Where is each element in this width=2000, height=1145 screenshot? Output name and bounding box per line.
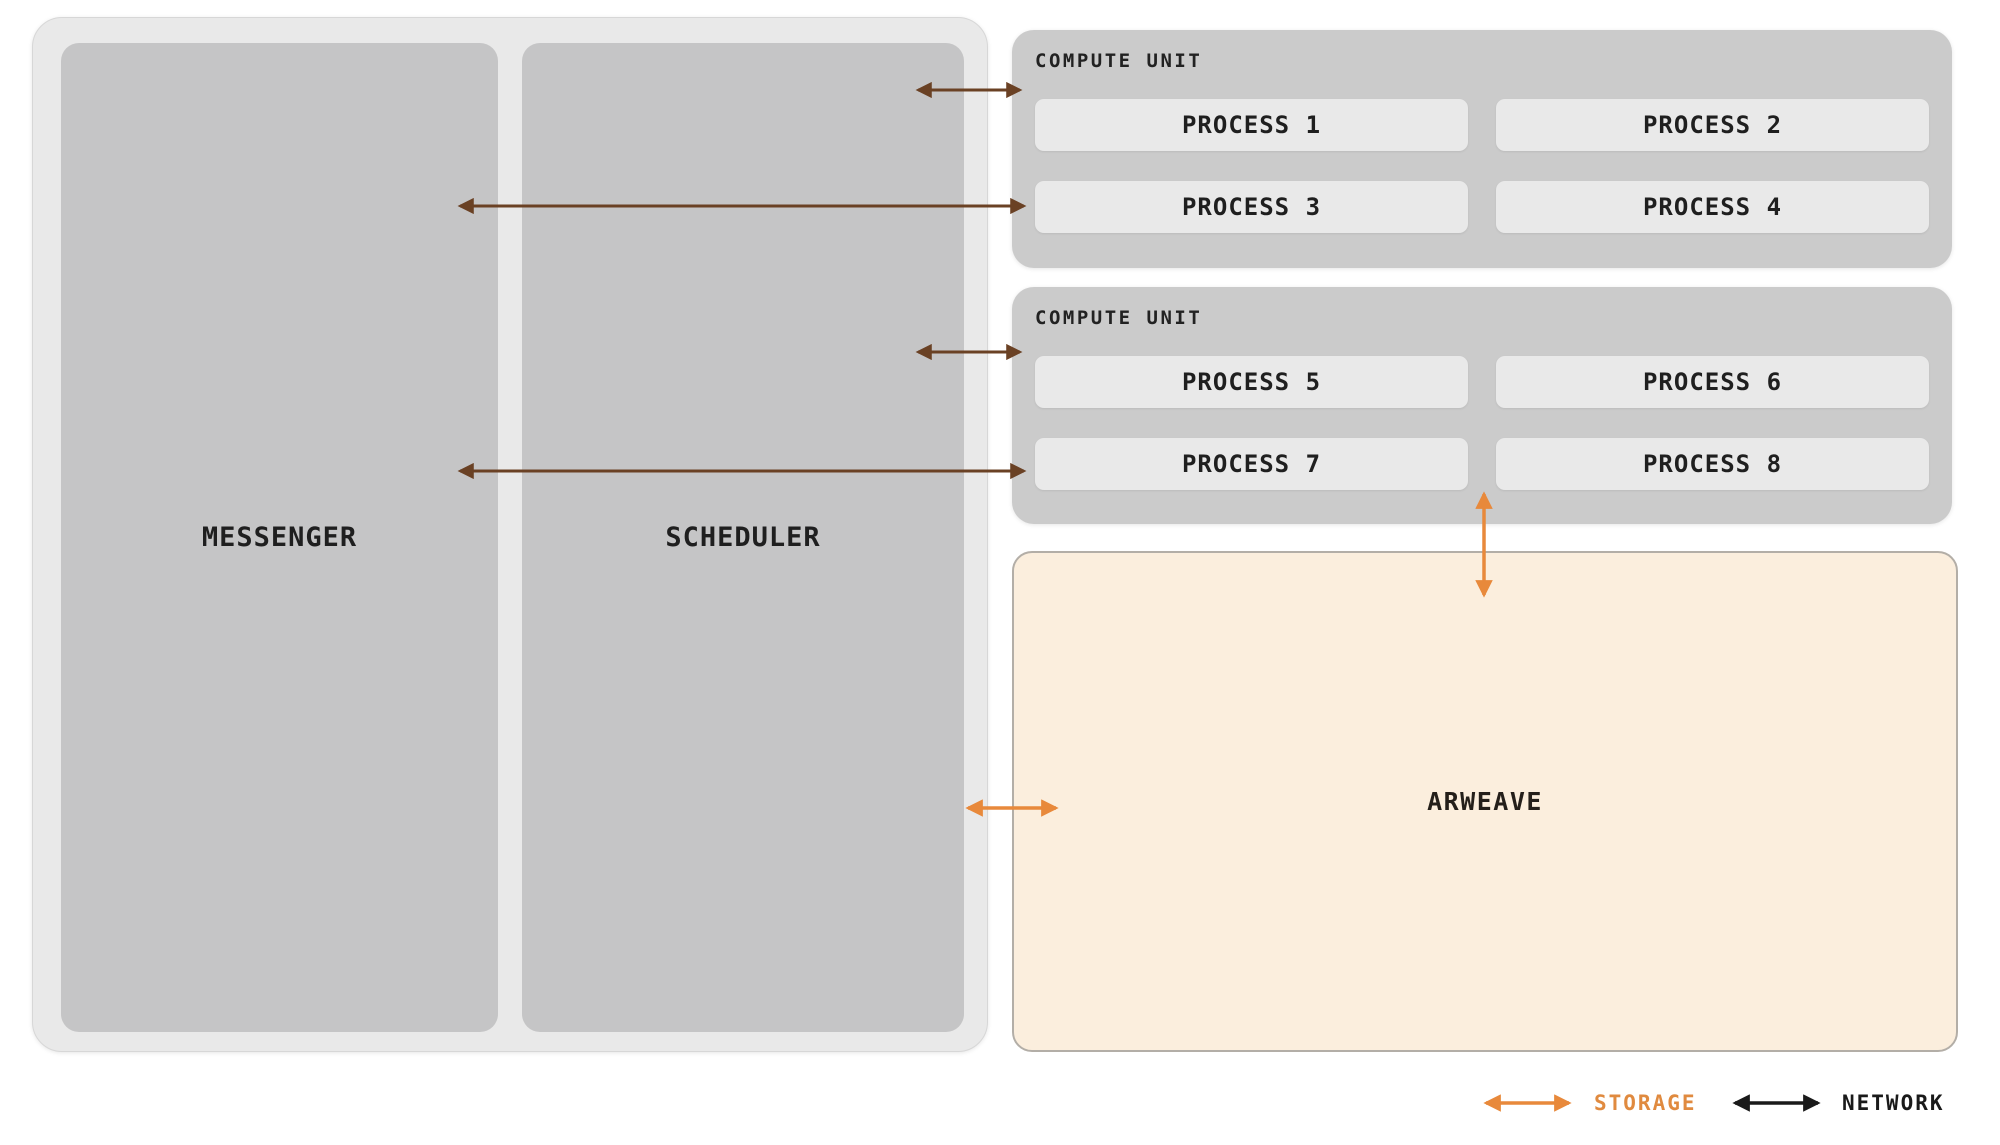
messenger-panel: MESSENGER: [61, 43, 498, 1032]
process-box-5: PROCESS 5: [1035, 356, 1468, 408]
arweave-box: ARWEAVE: [1012, 551, 1958, 1052]
compute-unit-2: COMPUTE UNIT PROCESS 5 PROCESS 6 PROCESS…: [1012, 287, 1952, 524]
legend-storage-label: STORAGE: [1594, 1091, 1697, 1115]
legend-network-label: NETWORK: [1842, 1091, 1945, 1115]
process-box-2: PROCESS 2: [1496, 99, 1929, 151]
process-box-8: PROCESS 8: [1496, 438, 1929, 490]
messenger-scheduler-container: MESSENGER SCHEDULER: [32, 17, 988, 1052]
process-box-3: PROCESS 3: [1035, 181, 1468, 233]
arweave-label: ARWEAVE: [1427, 787, 1543, 816]
process-box-6: PROCESS 6: [1496, 356, 1929, 408]
compute-unit-1-process-grid: PROCESS 1 PROCESS 2 PROCESS 3 PROCESS 4: [1035, 99, 1929, 233]
scheduler-panel: SCHEDULER: [522, 43, 964, 1032]
process-box-1: PROCESS 1: [1035, 99, 1468, 151]
process-box-7: PROCESS 7: [1035, 438, 1468, 490]
scheduler-label: SCHEDULER: [665, 522, 821, 553]
messenger-label: MESSENGER: [201, 522, 358, 553]
compute-unit-2-process-grid: PROCESS 5 PROCESS 6 PROCESS 7 PROCESS 8: [1035, 356, 1929, 490]
compute-unit-2-title: COMPUTE UNIT: [1035, 307, 1203, 329]
compute-unit-1: COMPUTE UNIT PROCESS 1 PROCESS 2 PROCESS…: [1012, 30, 1952, 268]
compute-unit-1-title: COMPUTE UNIT: [1035, 50, 1203, 72]
process-box-4: PROCESS 4: [1496, 181, 1929, 233]
